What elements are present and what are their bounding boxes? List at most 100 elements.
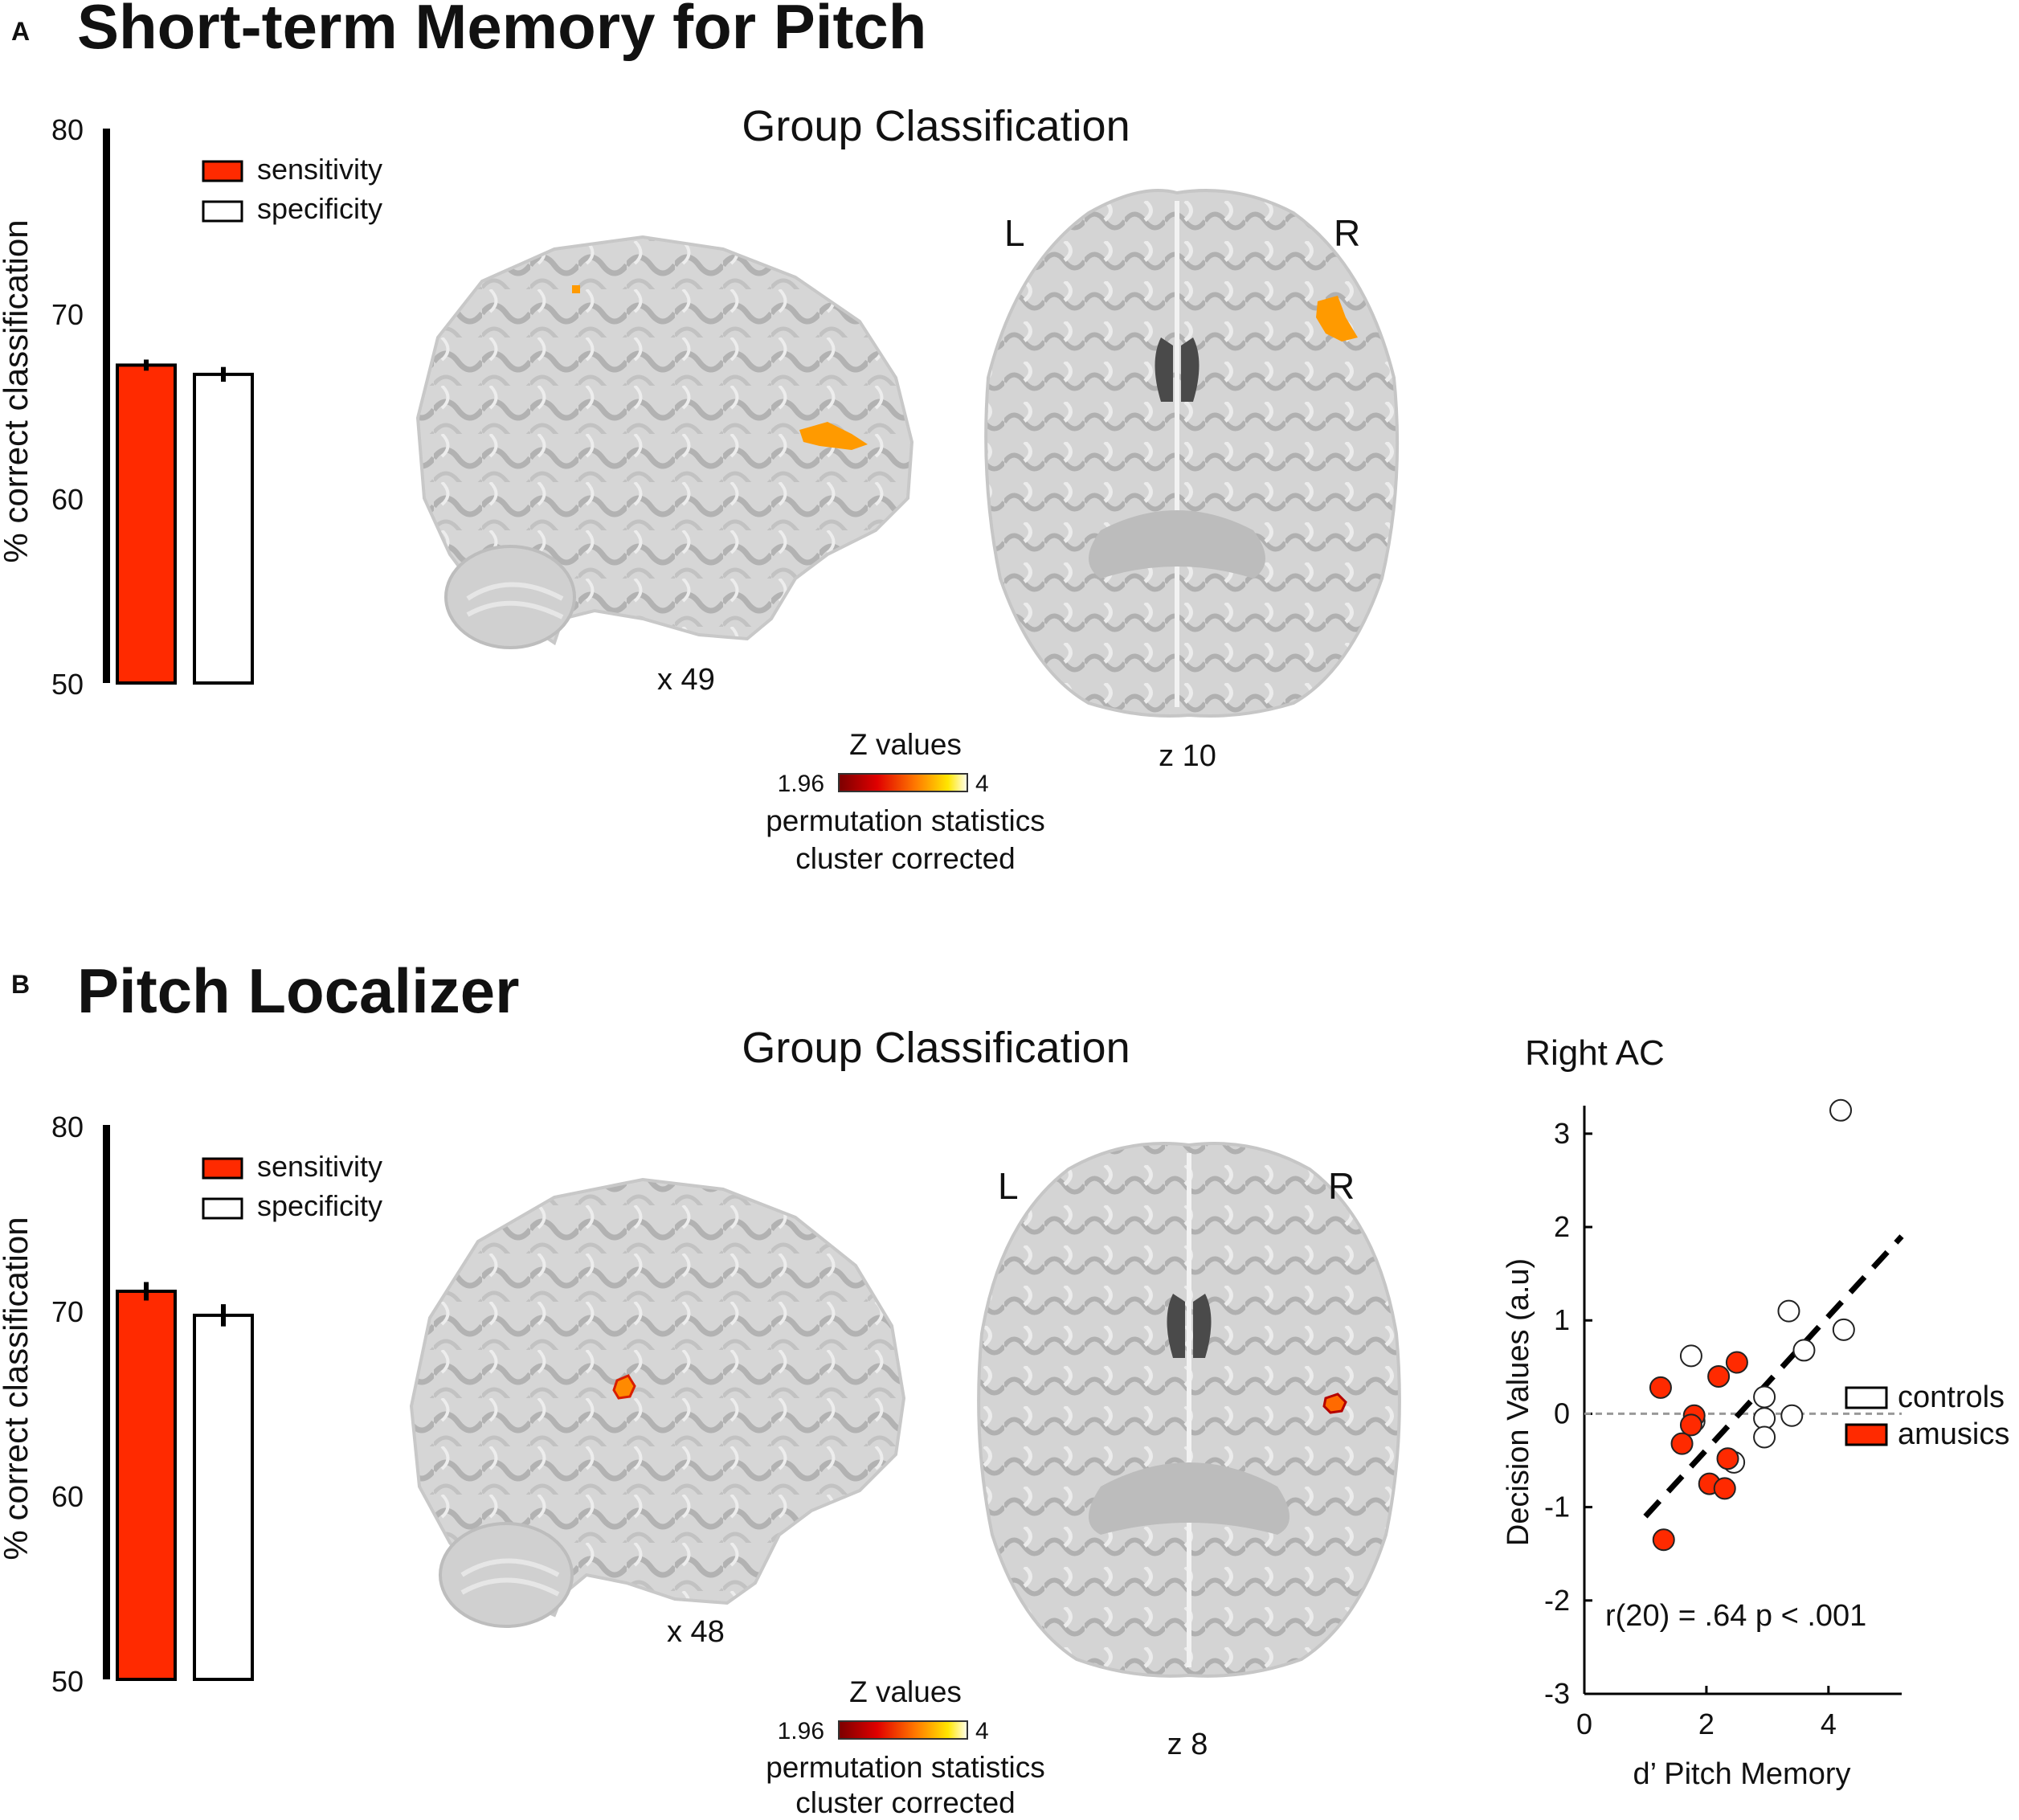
panel-a-right-label: R [1334,212,1360,254]
scatter-points [1649,1098,1855,1552]
panel-a-bar-specificity [193,372,254,685]
panel-b-zvalues-line2: cluster corrected [795,1786,1016,1819]
panel-a-y-axis [103,129,110,683]
scatter-point-controls [1780,1404,1804,1427]
axial-cortex [984,189,1400,718]
scatter-legend-amusics: amusics [1898,1417,2009,1451]
scatter-point-controls [1777,1299,1800,1323]
scatter-y-tick-label: -2 [1544,1584,1570,1617]
scatter-point-controls [1832,1318,1855,1341]
cerebellum-folia [460,1558,560,1597]
scatter-title: Right AC [1525,1033,1665,1073]
panel-b-sagittal-label: x 48 [667,1615,725,1649]
sagittal-cerebellum [444,545,576,649]
panel-a-zvalues-line1: permutation statistics [766,804,1045,837]
panel-b-axial-label: z 8 [1167,1728,1208,1761]
panel-a-ylabel: % correct classification [0,219,35,562]
panel-a-zvalues-line2: cluster corrected [795,842,1016,875]
panel-b-legend-swatch-sensitivity [202,1157,243,1180]
scatter-legend-swatch-amusics [1845,1423,1888,1446]
scatter-point-amusics [1716,1447,1739,1470]
panel-b-legend-swatch-specificity [202,1197,243,1220]
scatter-x-tick-label: 4 [1821,1708,1837,1740]
panel-a-zvalues-max: 4 [975,771,989,797]
scatter-ylabel: Decision Values (a.u) [1502,1258,1535,1546]
activation-blob [1316,296,1358,342]
scatter-fit-line [1643,1234,1904,1519]
panel-a-sagittal-label: x 49 [657,663,715,697]
scatter-point-amusics [1670,1432,1694,1455]
panel-b-bar-chart: % correct classification 50 60 70 80 sen… [0,1110,382,1698]
panel-b-legend-specificity: specificity [257,1189,382,1222]
scatter-point-controls [1753,1385,1776,1409]
scatter-y-tick-label: 1 [1554,1303,1570,1336]
panel-b-ytick-70: 70 [51,1295,84,1328]
scatter-point-amusics [1652,1528,1675,1552]
panel-a-bar-sensitivity [116,363,177,685]
activation-blob [799,422,868,450]
scatter-y-tick-label: -3 [1544,1677,1570,1710]
panel-a-axial-brain: L R z 10 [984,189,1400,773]
scatter-annotation: r(20) = .64 p < .001 [1605,1599,1866,1633]
panel-a-zvalues-min: 1.96 [778,771,824,797]
panel-a-legend-sensitivity: sensitivity [257,153,382,186]
panel-a-ytick-60: 60 [51,483,84,516]
panel-b-zvalues-title: Z values [849,1675,962,1708]
panel-b-ylabel: % correct classification [0,1217,35,1560]
panel-b-axial-brain: L R z 8 [977,1142,1401,1761]
panel-b-zvalues-line1: permutation statistics [766,1751,1045,1784]
scatter-point-amusics [1707,1364,1731,1388]
panel-b-sagittal-brain: x 48 [409,1177,906,1649]
panel-b-bar-specificity [193,1313,254,1682]
scatter-legend-controls: controls [1898,1380,2005,1414]
panel-a-zvalues-title: Z values [849,728,962,761]
axial-ventricles [1155,337,1200,402]
panel-b-title: Pitch Localizer [77,955,520,1026]
panel-a-axial-label: z 10 [1159,739,1216,773]
activation-blob [1322,1393,1347,1414]
panel-b-ytick-60: 60 [51,1480,84,1513]
panel-b-zvalues-max: 4 [975,1718,989,1744]
panel-b-bar-sensitivity [116,1290,177,1681]
panel-b-letter: B [11,970,30,999]
cerebellum-folia [466,582,564,620]
scatter-y-tick-label: 2 [1554,1210,1570,1243]
panel-a-colorbar-gradient [838,773,968,792]
scatter-point-controls [1792,1339,1816,1362]
scatter-point-controls [1753,1407,1776,1430]
scatter-plot: Right AC Decision Values (a.u) d’ Pitch … [1502,1033,2009,1791]
panel-b-colorbar: Z values 1.96 4 permutation statistics c… [766,1675,1045,1819]
scatter-point-amusics [1713,1477,1736,1500]
panel-b-legend-sensitivity: sensitivity [257,1150,382,1183]
scatter-point-controls [1679,1344,1702,1368]
panel-a-ytick-50: 50 [51,668,84,701]
scatter-x-tick-label: 2 [1698,1708,1715,1740]
panel-a-title: Short-term Memory for Pitch [77,0,926,62]
panel-a-legend-swatch-specificity [202,200,243,223]
panel-a-bar-chart: % correct classification 50 60 70 80 sen… [0,113,382,701]
activation-blob [572,285,580,293]
scatter-legend-swatch-controls [1845,1386,1888,1409]
panel-a-legend-specificity: specificity [257,192,382,225]
panel-b-left-label: L [998,1165,1019,1207]
scatter-point-controls [1753,1425,1776,1449]
scatter-y-tick-label: 3 [1554,1117,1570,1150]
panel-b: B Pitch Localizer Group Classification %… [0,955,2009,1819]
scatter-point-amusics [1679,1413,1702,1437]
scatter-point-controls [1829,1098,1853,1122]
sagittal-cerebellum [439,1522,574,1628]
panel-a: A Short-term Memory for Pitch Group Clas… [0,0,1400,875]
scatter-xlabel: d’ Pitch Memory [1633,1757,1851,1791]
panel-a-ytick-80: 80 [51,113,84,146]
panel-a-group-title: Group Classification [742,102,1130,150]
panel-b-group-title: Group Classification [742,1024,1130,1072]
axial-midbrain [1089,510,1265,579]
axial-ventricles [1167,1294,1212,1358]
panel-b-y-axis [103,1125,110,1679]
scatter-y-tick-label: 0 [1554,1397,1570,1429]
panel-b-right-label: R [1328,1165,1355,1207]
panel-b-zvalues-min: 1.96 [778,1718,824,1744]
